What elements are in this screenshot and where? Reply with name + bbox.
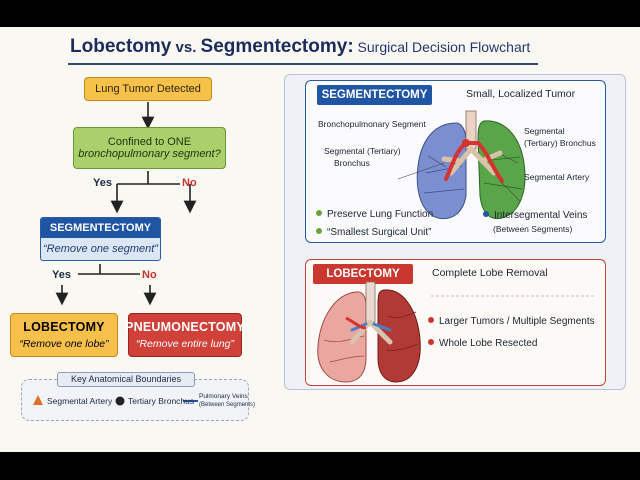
legend-veins-label: Pulmonary Veins [199, 393, 248, 400]
start-box: Lung Tumor Detected [84, 77, 212, 101]
bullet-dot-icon [316, 210, 322, 217]
yes-label-2: Yes [52, 269, 71, 281]
title-segmentectomy: Segmentectomy: [200, 36, 354, 57]
segmentectomy-title: SEGMENTECTOMY [41, 218, 160, 238]
decision-box: Confined to ONE bronchopulmonary segment… [73, 127, 226, 169]
lob-bullet-1-text-b: / Multiple Segments [504, 316, 595, 327]
title-lobectomy: Lobectomy [70, 36, 172, 57]
diagram-canvas: Lobectomy vs. Segmentectomy: Surgical De… [0, 27, 640, 452]
decision-line2: bronchopulmonary segment? [78, 148, 221, 160]
segmentectomy-box: SEGMENTECTOMY “Remove one segment” [40, 217, 161, 261]
triangle-artery-icon [33, 395, 43, 405]
bullet-dot-icon [483, 211, 489, 218]
no-label-2: No [142, 269, 157, 281]
lob-panel-subtitle: Complete Lobe Removal [432, 267, 548, 279]
lob-panel-title: LOBECTOMY [313, 264, 413, 284]
seg-bullet-1: Preserve Lung Function [316, 209, 433, 220]
label-tertiary-bronchus-left: Segmental (Tertiary) [324, 146, 401, 156]
label-bronchopulmonary-segment: Bronchopulmonary Segment [318, 119, 426, 129]
pneumonectomy-box: PNEUMONECTOMY “Remove entire lung” [125, 313, 245, 357]
yes-label-1: Yes [93, 177, 112, 189]
seg-panel-subtitle: Small, Localized Tumor [466, 88, 576, 100]
no-label-1: No [182, 177, 197, 189]
lobectomy-box: LOBECTOMY “Remove one lobe” [10, 313, 118, 357]
seg-bullet-1-text: Preserve Lung Function [327, 209, 434, 220]
bullet-dot-icon [428, 339, 434, 346]
bullet-dot-icon [428, 317, 434, 324]
start-label: Lung Tumor Detected [95, 83, 201, 95]
segmentectomy-panel: SEGMENTECTOMY Small, Localized Tumor Bro… [305, 80, 606, 243]
seg-bullet-3-subtext: (Between Segments) [493, 224, 573, 234]
title-underline [68, 63, 538, 65]
lob-bullet-2: Whole Lobe Resected [428, 338, 537, 349]
label-tertiary-bronchus-left-2: Bronchus [334, 158, 370, 168]
page-title: Lobectomy vs. Segmentectomy: Surgical De… [70, 36, 530, 58]
legend-artery-label: Segmental Artery [47, 396, 113, 406]
legend-title: Key Anatomical Boundaries [57, 372, 195, 387]
legend-veins-sublabel: (Between Segments) [199, 402, 256, 408]
lob-bullet-1-text: Larger Tumors [439, 316, 505, 327]
legend-bronchus-label: Tertiary Bronchus [128, 396, 195, 406]
lung-lobe-illustration [317, 281, 596, 383]
title-subtitle: Surgical Decision Flowchart [353, 39, 531, 55]
lung-segment-illustration [397, 110, 526, 220]
bullet-dot-icon [316, 228, 322, 235]
seg-bullet-2: “Smallest Surgical Unit” [316, 227, 431, 238]
title-vs: vs. [171, 39, 201, 56]
label-tertiary-bronchus-right-2: (Tertiary) Bronchus [524, 138, 596, 148]
lobectomy-subtitle: “Remove one lobe” [19, 338, 109, 350]
seg-bullet-3-text: Intersegmental Veins [494, 210, 588, 221]
legend-symbols [33, 395, 198, 406]
lob-bullet-2-text: Whole Lobe Resected [439, 338, 538, 349]
label-segmental-artery: Segmental Artery [524, 172, 590, 182]
seg-bullet-2-text: “Smallest Surgical Unit” [327, 227, 432, 238]
seg-panel-title: SEGMENTECTOMY [317, 85, 432, 105]
segmentectomy-subtitle: “Remove one segment” [43, 243, 158, 255]
label-tertiary-bronchus-right: Segmental [524, 126, 565, 136]
flow-connectors [55, 102, 197, 306]
pneumonectomy-subtitle: “Remove entire lung” [135, 338, 235, 350]
lobectomy-panel: LOBECTOMY Complete Lobe Removal Larger T… [305, 259, 606, 386]
lob-bullet-1: Larger Tumors / Multiple Segments [428, 316, 595, 327]
circle-bronchus-icon [115, 396, 125, 406]
pneumonectomy-title: PNEUMONECTOMY [125, 320, 245, 334]
seg-bullet-3: Intersegmental Veins [483, 210, 587, 221]
lobectomy-title: LOBECTOMY [23, 320, 105, 334]
decision-line1: Confined to ONE [107, 136, 192, 148]
